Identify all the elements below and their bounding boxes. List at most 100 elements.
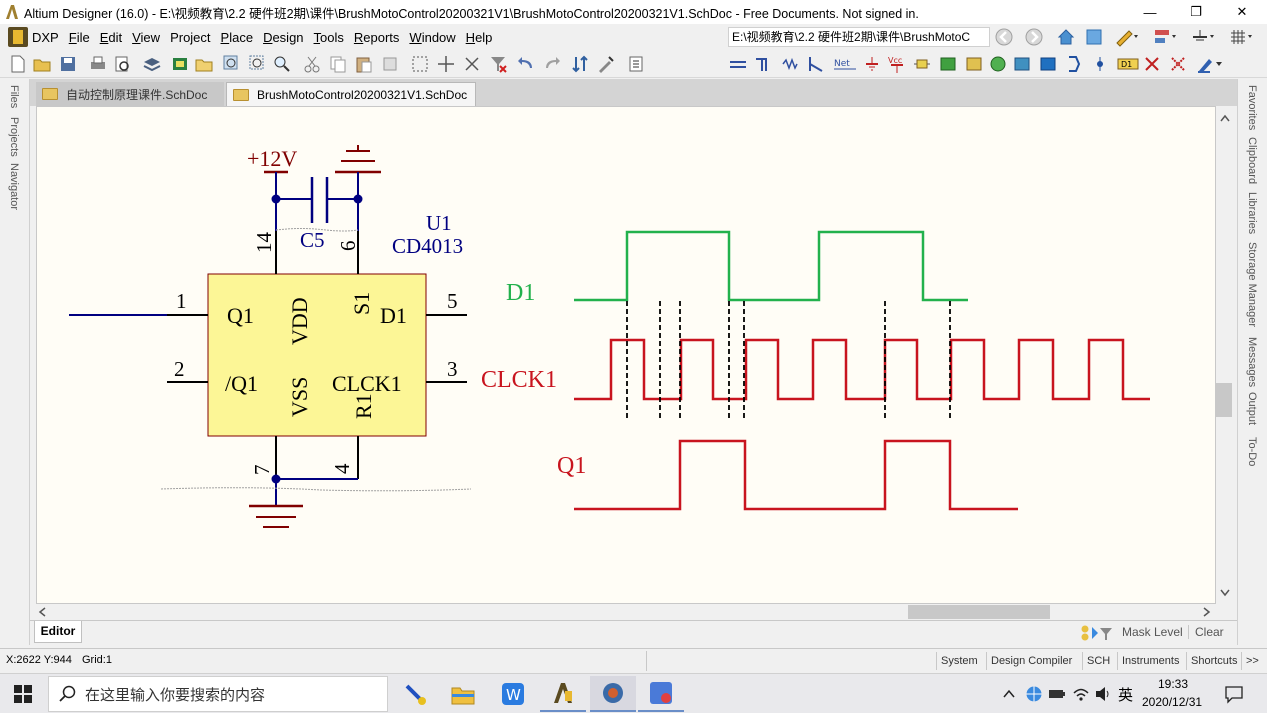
save-icon[interactable]: [58, 54, 78, 74]
taskbar-search-input[interactable]: 在这里输入你要搜索的内容: [48, 676, 388, 712]
board-icon[interactable]: [170, 54, 190, 74]
menu-file[interactable]: File: [68, 29, 90, 45]
copy-icon[interactable]: [328, 54, 348, 74]
menu-edit[interactable]: Edit: [99, 29, 123, 45]
doc-tab-brushmoto[interactable]: BrushMotoControl20200321V1.SchDoc: [226, 82, 476, 106]
taskbar-app-wps-icon[interactable]: W: [490, 676, 536, 712]
paste-icon[interactable]: [354, 54, 374, 74]
mask-level-button[interactable]: Mask Level: [1122, 625, 1183, 639]
capacitor-c5[interactable]: C5: [300, 177, 329, 252]
device-sheet-icon[interactable]: [988, 54, 1008, 74]
clock-date[interactable]: 2020/12/31: [1142, 695, 1203, 709]
port-icon[interactable]: [1038, 54, 1058, 74]
status-design-compiler-button[interactable]: Design Compiler: [986, 652, 1076, 670]
select-area-icon[interactable]: [410, 54, 430, 74]
new-document-icon[interactable]: [8, 54, 28, 74]
cross-probe-icon[interactable]: [570, 54, 590, 74]
menu-design[interactable]: Design: [263, 29, 304, 45]
volume-icon[interactable]: [1094, 685, 1112, 703]
minimize-button[interactable]: —: [1143, 4, 1157, 20]
dxp-icon[interactable]: [8, 27, 28, 47]
ground-symbol-bottom[interactable]: [249, 504, 303, 528]
cut-icon[interactable]: [302, 54, 322, 74]
net-label-icon[interactable]: Net: [832, 54, 858, 74]
clear-filter-icon[interactable]: [488, 54, 508, 74]
panel-tab-output[interactable]: Output: [1246, 392, 1258, 426]
editor-tab[interactable]: Editor: [34, 621, 82, 643]
clock-time[interactable]: 19:33: [1158, 677, 1189, 691]
panel-tab-todo[interactable]: To-Do: [1246, 437, 1258, 467]
status-instruments-button[interactable]: Instruments: [1117, 652, 1183, 670]
browse-icon[interactable]: [596, 54, 616, 74]
zoom-fit-icon[interactable]: [222, 54, 242, 74]
print-icon[interactable]: [88, 54, 108, 74]
wire-icon[interactable]: [728, 54, 748, 74]
back-icon[interactable]: [994, 27, 1014, 47]
menu-help[interactable]: Help: [465, 29, 493, 45]
menu-place[interactable]: Place: [220, 29, 254, 45]
pen-tool-icon[interactable]: [1114, 27, 1140, 47]
refresh-icon[interactable]: [1084, 27, 1104, 47]
clear-button[interactable]: Clear: [1188, 625, 1224, 639]
menu-view[interactable]: View: [132, 29, 161, 45]
status-shortcuts-button[interactable]: Shortcuts: [1186, 652, 1241, 670]
ground-symbol-top[interactable]: [335, 145, 381, 174]
panel-tab-libraries[interactable]: Libraries: [1246, 192, 1258, 235]
schematic-canvas[interactable]: +12V C5 U1 CD4013: [36, 106, 1216, 604]
directive-icon[interactable]: D1: [1116, 54, 1140, 74]
menu-project[interactable]: Project: [170, 29, 211, 45]
menu-reports[interactable]: Reports: [353, 29, 400, 45]
battery-icon[interactable]: [1048, 685, 1066, 703]
move-icon[interactable]: [436, 54, 456, 74]
network-globe-icon[interactable]: [1025, 685, 1043, 703]
sheet-entry-icon[interactable]: [964, 54, 984, 74]
vcc-power-symbol[interactable]: +12V: [247, 146, 297, 174]
close-button[interactable]: ✕: [1236, 4, 1248, 19]
folder-open-icon[interactable]: [194, 54, 214, 74]
harness-entry-icon[interactable]: [1064, 54, 1084, 74]
ground-menu-icon[interactable]: [1190, 27, 1216, 47]
taskbar-app-altium-icon[interactable]: [540, 676, 586, 712]
ic-u1[interactable]: U1 CD4013: [207, 211, 463, 437]
deselect-icon[interactable]: [462, 54, 482, 74]
menu-tools[interactable]: Tools: [313, 29, 344, 45]
scroll-up-icon[interactable]: [1220, 114, 1230, 122]
status-sch-button[interactable]: SCH: [1082, 652, 1114, 670]
vertical-scrollbar[interactable]: [1216, 106, 1234, 604]
no-erc-icon[interactable]: [1142, 54, 1162, 74]
print-preview-icon[interactable]: [112, 54, 132, 74]
zoom-icon[interactable]: [272, 54, 292, 74]
align-icon[interactable]: [1152, 27, 1178, 47]
grid-icon[interactable]: [1228, 27, 1254, 47]
sheet-symbol-icon[interactable]: [938, 54, 958, 74]
open-folder-icon[interactable]: [32, 54, 52, 74]
panel-tab-navigator[interactable]: Navigator: [8, 163, 20, 211]
taskbar-app-paint-icon[interactable]: [392, 676, 438, 712]
menu-dxp[interactable]: DXP: [32, 29, 59, 45]
scroll-left-icon[interactable]: [38, 607, 46, 617]
part-icon[interactable]: [912, 54, 932, 74]
compile-mask-icon[interactable]: [1168, 54, 1188, 74]
forward-icon[interactable]: [1024, 27, 1044, 47]
taskbar-app-explorer-icon[interactable]: [440, 676, 486, 712]
vcc-power-port-icon[interactable]: Vcc: [886, 54, 910, 74]
taskbar-app-media-icon[interactable]: [590, 676, 636, 712]
horizontal-scrollbar[interactable]: [36, 604, 1216, 620]
input-method-indicator[interactable]: 英: [1118, 687, 1134, 704]
vscroll-thumb[interactable]: [1216, 383, 1232, 417]
panel-tab-storage-manager[interactable]: Storage Manager: [1246, 242, 1258, 327]
signal-harness-icon[interactable]: [780, 54, 800, 74]
rubber-stamp-icon[interactable]: [380, 54, 400, 74]
home-icon[interactable]: [1056, 27, 1076, 47]
drawing-tools-icon[interactable]: [1196, 54, 1226, 74]
panel-tab-files[interactable]: Files: [8, 85, 20, 109]
panel-tab-messages[interactable]: Messages: [1246, 337, 1258, 388]
redo-icon[interactable]: [542, 54, 562, 74]
harness-connector-icon[interactable]: [1012, 54, 1032, 74]
off-sheet-connector-icon[interactable]: [1090, 54, 1110, 74]
gnd-power-port-icon[interactable]: [862, 54, 882, 74]
menu-window[interactable]: Window: [409, 29, 456, 45]
panel-tab-projects[interactable]: Projects: [8, 117, 20, 157]
netlist-icon[interactable]: [626, 54, 646, 74]
scroll-right-icon[interactable]: [1203, 607, 1211, 617]
